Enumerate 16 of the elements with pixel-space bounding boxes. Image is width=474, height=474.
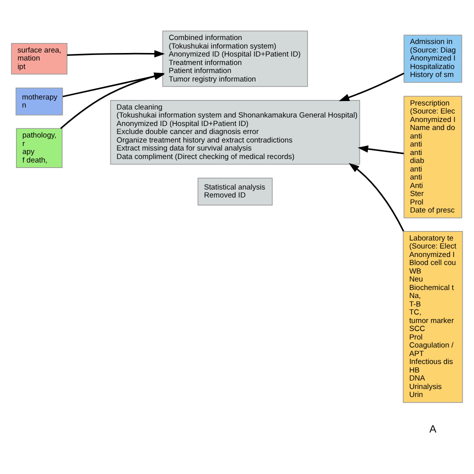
arrow bbox=[62, 72, 165, 98]
arrow bbox=[67, 50, 165, 58]
node-box: motherapy n bbox=[16, 88, 63, 116]
node-box: Admission in (Source: Diag Anonymized I Hospitalizatio History of sm bbox=[404, 34, 462, 83]
label: A bbox=[429, 423, 436, 436]
arrow bbox=[338, 72, 404, 102]
arrow bbox=[358, 145, 404, 154]
node-box: Statistical analysis Removed ID bbox=[198, 178, 273, 206]
node-box: Combined information (Tokushukai information system) Anonymized ID (Hospital ID+Patient ID) Treatment information Patient information Tumor registry information bbox=[162, 30, 308, 87]
node-box: Prescription (Source: Elec Anonymized I Name and do anti anti anti diab anti anti Anti Ster Prol Date of presc bbox=[404, 96, 462, 218]
arrow bbox=[348, 163, 404, 232]
arrow bbox=[60, 72, 165, 129]
node-box: pathology, r apy f death, bbox=[16, 128, 63, 168]
node-box: surface area, mation ipt bbox=[11, 43, 68, 75]
node-box: Data cleaning (Tokushukai information system and Shonankamakura General Hospital) Anonymized ID (Hospital ID+Patient ID) Exclude double cancer and diagnosis error Organize treatment history and extract contradictions Extract missing data for survival analysis Data compliment (Direct checking of medical records) bbox=[110, 100, 360, 165]
node-box: Laboratory te (Source: Elect Anonymized I Blood cell cou WB Neu Biochemical t Na, T-B TC, tumor marker SCC Prol Coagulation / APT Infectious dis HB DNA Urinalysis Urin bbox=[402, 231, 463, 403]
